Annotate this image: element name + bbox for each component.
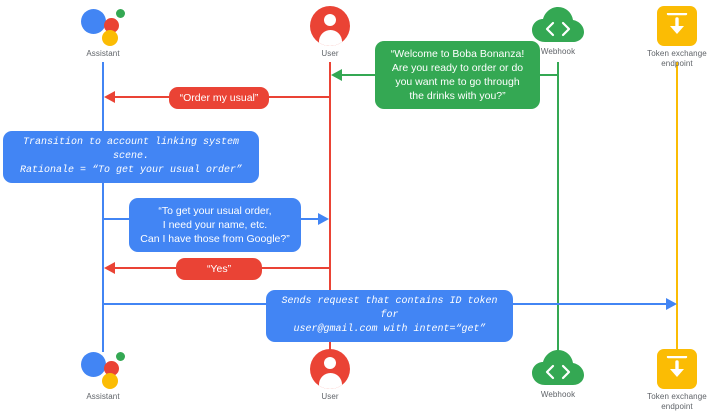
actor-label-webhook: Webhook	[540, 47, 576, 56]
actor-label-user-bottom: User	[321, 392, 339, 401]
assistant-dot-yellow-icon	[102, 30, 118, 46]
user-head-icon	[324, 14, 336, 26]
download-box-icon-bottom	[657, 349, 697, 389]
message-bubble-need-name-request: “To get your usual order, I need your na…	[129, 198, 301, 252]
arrowhead-order-my-usual	[104, 91, 115, 103]
actor-webhook-bottom: Webhook	[493, 349, 623, 400]
google-assistant-logo-icon-bottom	[81, 349, 125, 389]
assistant-dot-blue-icon	[81, 352, 106, 377]
actor-label-token-endpoint: Token exchange endpoint	[647, 49, 707, 68]
actor-label-token-endpoint-bottom: Token exchange endpoint	[647, 392, 707, 411]
actor-label-assistant: Assistant	[86, 49, 120, 58]
arrowhead-yes-reply	[104, 262, 115, 274]
actor-assistant-top: Assistant	[38, 6, 168, 59]
message-bubble-yes-reply: “Yes”	[176, 258, 262, 280]
lifeline-token-endpoint	[676, 62, 678, 352]
actor-label-user: User	[321, 49, 339, 58]
message-bubble-order-my-usual: “Order my usual”	[169, 87, 269, 109]
cloud-code-icon-bottom	[532, 349, 584, 387]
user-body-icon	[318, 373, 342, 389]
user-head-icon	[324, 357, 336, 369]
user-avatar-icon	[310, 6, 350, 46]
actor-assistant-bottom: Assistant	[38, 349, 168, 402]
assistant-dot-blue-icon	[81, 9, 106, 34]
user-body-icon	[318, 30, 342, 46]
actor-token-endpoint-bottom: Token exchange endpoint	[612, 349, 725, 412]
actor-user-bottom: User	[265, 349, 395, 402]
assistant-dot-red-icon	[104, 361, 119, 376]
arrowhead-welcome	[331, 69, 342, 81]
actor-user-top: User	[265, 6, 395, 59]
download-box-icon	[657, 6, 697, 46]
assistant-dot-red-icon	[104, 18, 119, 33]
arrowhead-send-id-token	[666, 298, 677, 310]
note-send-id-token: Sends request that contains ID token for…	[266, 290, 513, 342]
user-avatar-icon-bottom	[310, 349, 350, 389]
assistant-dot-green-icon	[116, 352, 125, 361]
note-transition-account-linking: Transition to account linking system sce…	[3, 131, 259, 183]
actor-label-webhook-bottom: Webhook	[540, 390, 576, 399]
actor-token-endpoint-top: Token exchange endpoint	[612, 6, 725, 69]
assistant-dot-yellow-icon	[102, 373, 118, 389]
google-assistant-logo-icon	[81, 6, 125, 46]
assistant-dot-green-icon	[116, 9, 125, 18]
arrowhead-need-name-request	[318, 213, 329, 225]
actor-label-assistant-bottom: Assistant	[86, 392, 120, 401]
lifeline-user	[329, 62, 331, 352]
lifeline-assistant	[102, 62, 104, 352]
message-bubble-welcome: “Welcome to Boba Bonanza! Are you ready …	[375, 41, 540, 109]
cloud-code-icon	[532, 6, 584, 44]
actor-webhook-top: Webhook	[493, 6, 623, 57]
lifeline-webhook	[557, 62, 559, 352]
